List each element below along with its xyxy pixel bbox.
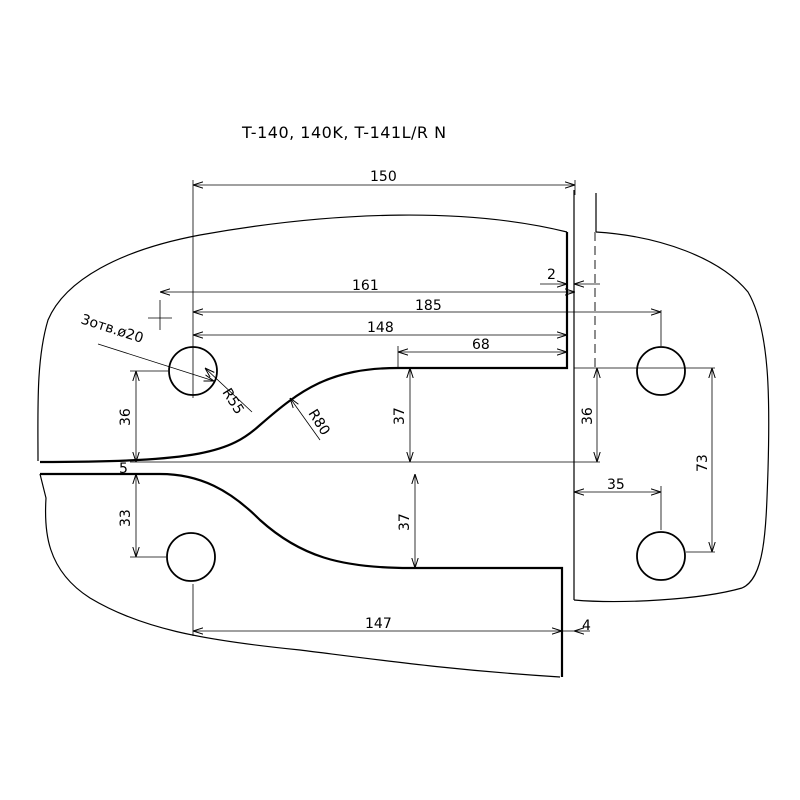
hole-lower-left <box>166 532 216 582</box>
dim-185: 185 <box>415 298 442 314</box>
dim-73: 73 <box>695 454 711 472</box>
dim-36-left: 36 <box>118 408 134 426</box>
dim-150: 150 <box>370 169 397 185</box>
leader-lines <box>97 343 321 441</box>
hole-lower-right <box>636 531 686 581</box>
dim-35: 35 <box>607 477 625 493</box>
dim-4: 4 <box>582 618 591 634</box>
dim-33: 33 <box>118 509 134 527</box>
glass-outline-right <box>573 231 770 603</box>
dim-161: 161 <box>352 278 379 294</box>
center-cross-mark <box>148 300 172 330</box>
dim-37-lower: 37 <box>397 513 413 531</box>
radius-r55: R55 <box>219 386 247 418</box>
hole-upper-right <box>636 346 686 396</box>
drawing-title: T-140, 140K, T-141L/R N <box>241 123 447 142</box>
dim-148: 148 <box>367 320 394 336</box>
dim-147: 147 <box>365 616 392 632</box>
dim-5: 5 <box>119 461 128 477</box>
dim-36-right: 36 <box>580 407 596 425</box>
dim-2: 2 <box>547 267 556 283</box>
note-holes: 3отв.ø20 <box>79 312 145 347</box>
glass-outline-lower <box>39 473 561 678</box>
hinge-plate-upper <box>39 232 569 464</box>
dimension-lines <box>136 185 712 631</box>
dim-68: 68 <box>472 337 490 353</box>
glass-outline-upper <box>37 214 568 462</box>
hinge-plate-lower <box>40 472 564 677</box>
dim-37-upper: 37 <box>392 407 408 425</box>
radius-r80: R80 <box>305 407 333 439</box>
